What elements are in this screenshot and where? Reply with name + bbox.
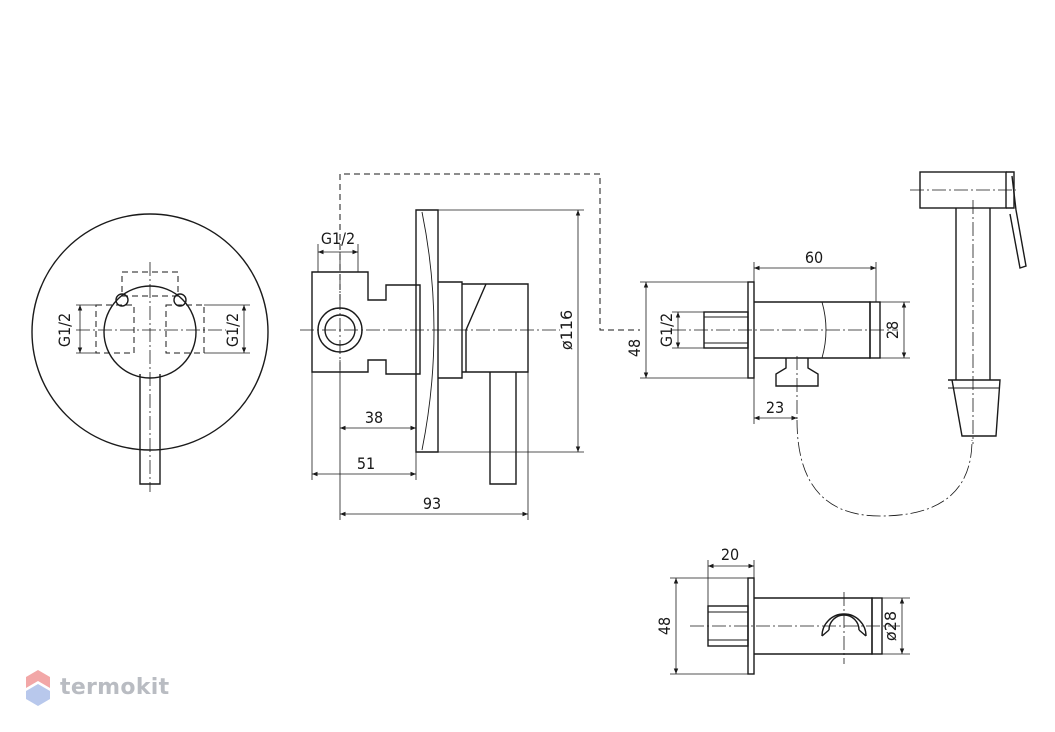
side-diameter-label: ø116 (557, 310, 576, 350)
sprayer-view (910, 171, 1027, 444)
termokit-logo-icon (26, 670, 50, 706)
holder-view: 60 48 G1/2 28 23 (625, 248, 973, 517)
watermark-brand: termokit (60, 674, 170, 700)
front-view: G1/2 G1/2 (31, 213, 269, 492)
holder-thread-label: G1/2 (657, 313, 676, 347)
side-38-label: 38 (365, 408, 383, 427)
side-93-label: 93 (423, 494, 441, 513)
bottom-20-label: 20 (721, 545, 739, 564)
holder-48-label: 48 (625, 339, 644, 357)
front-right-thread-label: G1/2 (223, 313, 242, 347)
side-view: G1/2 ø116 38 51 93 (300, 173, 640, 520)
bottom-view: 20 48 ø28 (655, 545, 910, 675)
holder-60-label: 60 (805, 248, 823, 267)
front-left-thread-label: G1/2 (55, 313, 74, 347)
bottom-48-label: 48 (655, 617, 674, 635)
watermark: termokit (24, 668, 169, 706)
holder-28-label: 28 (883, 321, 902, 339)
holder-23-label: 23 (766, 398, 784, 417)
side-51-label: 51 (357, 454, 375, 473)
side-top-thread-label: G1/2 (321, 229, 355, 248)
bottom-diameter-label: ø28 (881, 611, 900, 641)
